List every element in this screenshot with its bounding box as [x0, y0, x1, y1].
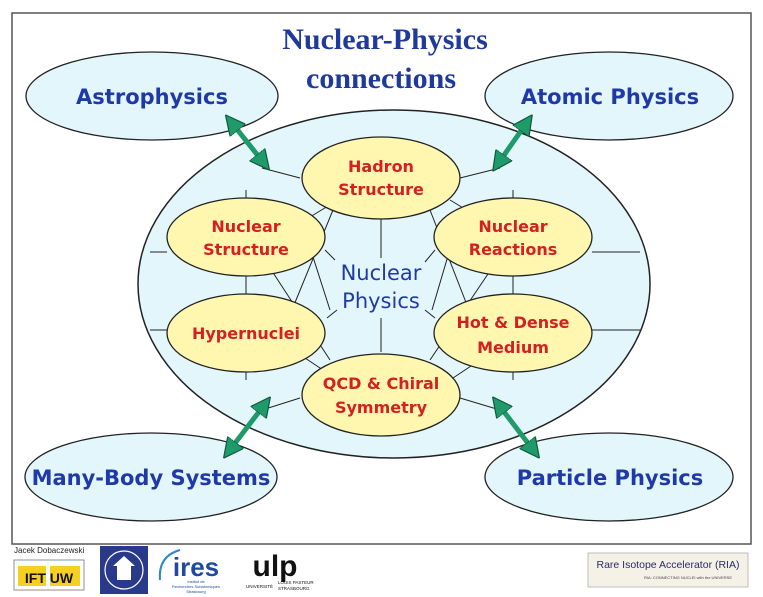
hadron-structure-ellipse: [301, 136, 461, 220]
ulp-logo: ulp UNIVERSITÉ LOUIS PASTEUR STRASBOURG: [246, 550, 314, 591]
particle-physics-ellipse: [484, 432, 734, 522]
many-body-systems-ellipse: [24, 432, 278, 522]
label-many-body-systems: Many-Body Systems: [32, 466, 271, 490]
label-hypernuclei: Hypernuclei: [192, 324, 300, 343]
ulp-text: ulp: [253, 550, 298, 583]
label-astrophysics: Astrophysics: [76, 85, 228, 109]
ires-sub-3: Strasbourg: [186, 589, 206, 594]
arrow-atomic-physics: [495, 118, 530, 168]
label-qcd-1: QCD & Chiral: [323, 374, 440, 393]
nuclear-reactions-ellipse: [433, 197, 593, 277]
label-particle-physics: Particle Physics: [517, 466, 703, 490]
center-label-line1: Nuclear: [341, 261, 422, 285]
ulp-sub-1: UNIVERSITÉ: [246, 583, 273, 589]
arrow-particle-physics: [495, 400, 537, 455]
ires-text: ires: [173, 552, 219, 582]
hypernuclei-ellipse: [166, 293, 326, 373]
arrows: [226, 118, 537, 455]
author-credit: Jacek Dobaczewski: [14, 546, 84, 555]
ulp-sub-3: STRASBOURG: [278, 586, 310, 591]
hot-dense-medium-ellipse: [433, 293, 593, 373]
label-nuclear-reactions-1: Nuclear: [478, 217, 547, 236]
label-hot-dense-2: Medium: [477, 338, 549, 357]
label-nuclear-structure-1: Nuclear: [211, 217, 280, 236]
label-hadron-1: Hadron: [348, 157, 414, 176]
label-qcd-2: Symmetry: [335, 398, 428, 417]
qcd-chiral-symmetry-ellipse: [301, 353, 461, 437]
ires-sub-1: Institut de: [187, 579, 205, 584]
atomic-physics-ellipse: [484, 51, 734, 141]
ift-uw-logo: IFT UW: [13, 559, 85, 591]
label-nuclear-reactions-2: Reactions: [469, 240, 558, 259]
ift-uw-text: IFT UW: [25, 570, 74, 586]
nuclear-structure-ellipse: [166, 197, 326, 277]
ria-sub: RIA: CONNECTING NUCLEI with the UNIVERSE: [644, 575, 732, 580]
arrow-astrophysics: [228, 118, 267, 167]
ires-sub-2: Recherches Subatomiques: [172, 584, 220, 589]
title-line2: connections: [306, 62, 456, 95]
ires-logo: ires Institut de Recherches Subatomiques…: [158, 549, 220, 594]
label-atomic-physics: Atomic Physics: [521, 85, 699, 109]
label-hadron-2: Structure: [338, 180, 424, 199]
label-hot-dense-1: Hot & Dense: [456, 313, 569, 332]
label-nuclear-structure-2: Structure: [203, 240, 289, 259]
ulp-sub-2: LOUIS PASTEUR: [278, 580, 314, 585]
university-seal-logo: [100, 546, 148, 594]
ria-logo: Rare Isotope Accelerator (RIA) RIA: CONN…: [587, 552, 749, 588]
astrophysics-ellipse: [25, 51, 279, 141]
ria-text: Rare Isotope Accelerator (RIA): [597, 559, 740, 571]
arrow-many-body: [226, 400, 268, 455]
center-label-line2: Physics: [342, 289, 420, 313]
title-line1: Nuclear-Physics: [282, 23, 488, 56]
